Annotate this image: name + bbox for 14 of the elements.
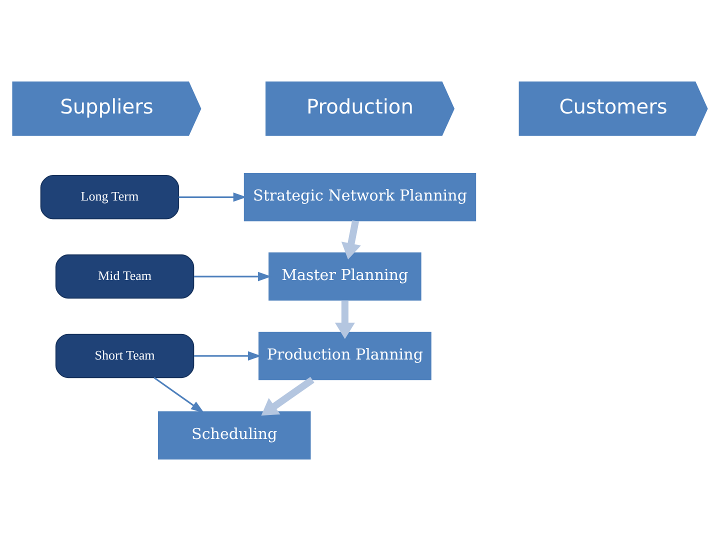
node-box: Master Planning xyxy=(268,252,422,301)
node-box: Mid Team xyxy=(55,254,194,299)
arrow xyxy=(178,192,247,202)
node-box: Long Term xyxy=(40,175,180,220)
arrow xyxy=(261,376,314,416)
node-box: Production Planning xyxy=(258,332,432,380)
node-box: Short Team xyxy=(55,334,194,378)
arrow xyxy=(154,377,204,414)
arrow xyxy=(341,220,361,260)
node-box: Strategic Network Planning xyxy=(244,173,476,222)
arrow xyxy=(334,300,355,340)
arrow xyxy=(194,272,272,282)
arrow xyxy=(194,351,262,361)
node-box: Scheduling xyxy=(158,411,311,460)
